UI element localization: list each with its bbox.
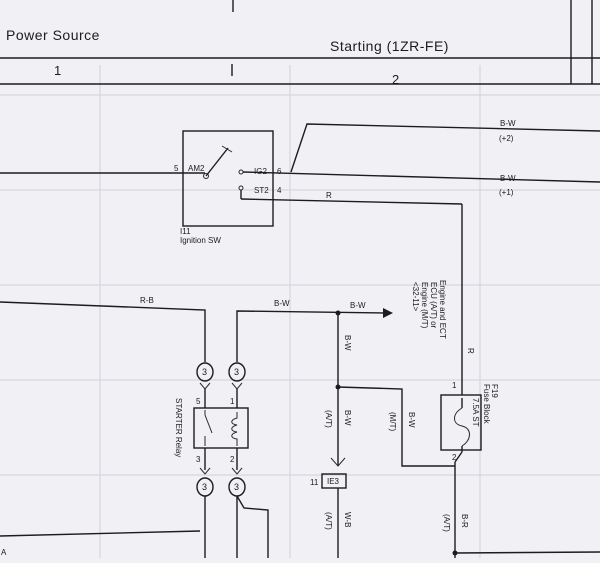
connector-pair-top: 3 3 <box>196 362 246 390</box>
wire-wb-label: W-B <box>343 512 352 527</box>
fuse-ref-label: F19 <box>490 384 499 398</box>
column-number-2: 2 <box>392 72 399 87</box>
ignition-switch: 5 AM2 IG2 ST2 6 4 I11 Ignition SW <box>0 123 600 245</box>
fuse-block-label: Fuse Block <box>482 384 491 425</box>
am2-label: AM2 <box>188 164 205 173</box>
st2-label: ST2 <box>254 186 269 195</box>
column-number-1: 1 <box>54 63 61 78</box>
ig2-contact <box>238 169 244 175</box>
plus2-label: (+2) <box>499 134 514 143</box>
wire-br-label: B-R <box>460 514 469 528</box>
header-starting: Starting (1ZR-FE) <box>330 38 449 54</box>
background-grid <box>0 65 600 558</box>
br-at-label: (A/T) <box>442 514 451 532</box>
ie3-connector: IE3 11 W-B (A/T) <box>310 457 352 558</box>
ecu-label-line1: Engine and ECT <box>438 280 447 339</box>
relay-pin-3-label: 3 <box>196 455 201 464</box>
fuse-pin-2-label: 2 <box>452 453 457 462</box>
connector-c1-label: 3 <box>202 367 207 377</box>
mt-label: (M/T) <box>388 412 397 431</box>
pin-4-label: 4 <box>277 186 282 195</box>
connector-c4-label: 3 <box>234 482 239 492</box>
plus1-label: (+1) <box>499 188 514 197</box>
fuse-rating-label: 7.5A ST <box>471 398 480 427</box>
relay-pin-2-label: 2 <box>230 455 235 464</box>
ie3-label: IE3 <box>327 477 340 486</box>
starter-relay: 5 1 3 2 STARTER Relay <box>174 389 249 464</box>
pin-5-label: 5 <box>174 164 179 173</box>
wire-bw-plus2-label: B-W <box>500 119 516 128</box>
wire-bw-mid-label: B-W <box>274 299 290 308</box>
ecu-label-line4: <32-11> <box>411 282 420 312</box>
am2-contact <box>203 173 209 179</box>
relay-pin-5-label: 5 <box>196 397 201 406</box>
relay-pin-1-label: 1 <box>230 397 235 406</box>
connector-c2 <box>228 362 246 382</box>
header-frame: Power Source Starting (1ZR-FE) 1 2 <box>0 0 600 87</box>
connector-c1 <box>196 362 214 382</box>
ecu-label: Engine and ECT ECU (A/T) or Engine (M/T)… <box>411 280 447 339</box>
connector-c3-label: 3 <box>202 482 207 492</box>
at-label-1: (A/T) <box>324 410 333 428</box>
pin-6-label: 6 <box>277 167 282 176</box>
header-power-source: Power Source <box>6 27 100 43</box>
at-label-2: (A/T) <box>324 512 333 530</box>
wire-bw-plus1-label: B-W <box>500 174 516 183</box>
wire-r-top-label: R <box>326 191 332 200</box>
edge-letter: A <box>1 548 7 557</box>
connector-pair-bottom: 3 3 <box>196 448 269 558</box>
ig2-label: IG2 <box>254 167 267 176</box>
junction-dot <box>452 550 458 556</box>
wire-bw-mt-label: B-W <box>407 412 416 428</box>
ecu-label-line2: ECU (A/T) or <box>429 282 438 329</box>
junction-dot-top <box>335 310 341 316</box>
ecu-label-line3: Engine (M/T) <box>420 282 429 329</box>
st2-contact <box>238 185 244 191</box>
wire-rb-label: R-B <box>140 296 154 305</box>
wire-bw-arrow-label: B-W <box>350 301 366 310</box>
ignition-switch-ref: I11 <box>180 227 191 236</box>
ie3-pin-label: 11 <box>310 478 319 487</box>
fuse-pin-1-label: 1 <box>452 381 457 390</box>
connector-c2-label: 3 <box>234 367 239 377</box>
wire-bw-at-label: B-W <box>343 410 352 426</box>
arrow-to-ecu-icon <box>383 308 393 318</box>
wire-r-vertical-label: R <box>466 348 475 354</box>
starter-relay-label: STARTER Relay <box>174 398 183 457</box>
ignition-switch-name: Ignition SW <box>180 236 221 245</box>
fuse-block: 1 2 F19 Fuse Block 7.5A ST <box>440 381 499 558</box>
wire-bw-vertical-label: B-W <box>343 335 352 351</box>
